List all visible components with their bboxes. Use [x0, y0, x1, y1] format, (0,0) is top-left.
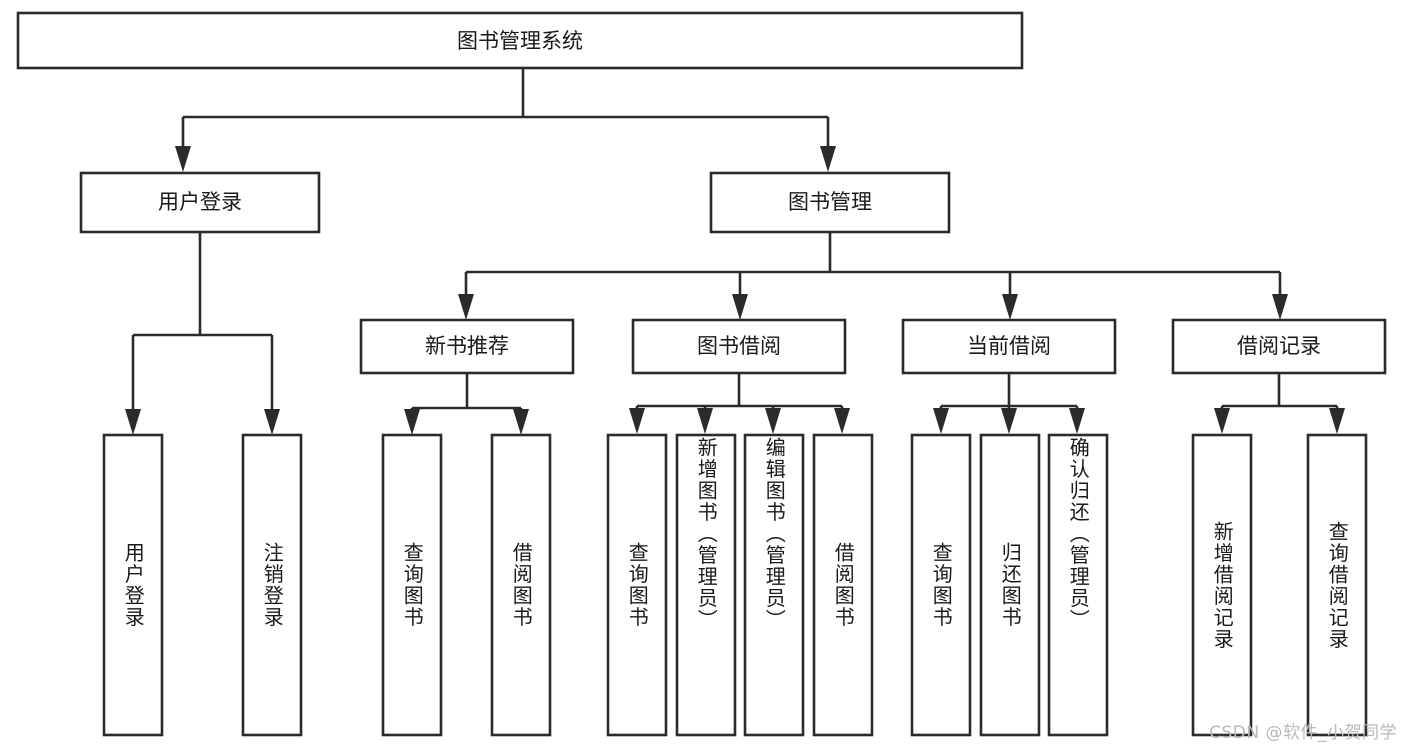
- connector-root-to-level1: [175, 68, 836, 172]
- leaf-box-user-login[interactable]: [102, 433, 164, 737]
- root-box[interactable]: [16, 11, 1024, 70]
- arrow-to-book-management: [820, 146, 836, 172]
- new-book-recommend-box[interactable]: [359, 318, 575, 375]
- node-root[interactable]: 图书管理系统: [16, 11, 1024, 70]
- leaf-box-query-book-3[interactable]: [910, 433, 972, 737]
- book-borrow-label: 图书借阅: [697, 334, 781, 358]
- arrow-to-leaf: [765, 408, 781, 434]
- arrow-to-leaf: [404, 409, 420, 435]
- new-book-recommend-label: 新书推荐: [425, 334, 509, 358]
- arrow-to-leaf: [834, 408, 850, 434]
- root-label: 图书管理系统: [457, 29, 583, 53]
- leaf-box-edit-book-admin[interactable]: [743, 433, 805, 737]
- user-login-label: 用户登录: [158, 190, 242, 214]
- arrow-to-level2: [458, 294, 474, 320]
- node-book-management[interactable]: 图书管理: [709, 171, 951, 234]
- leaf-box-query-book-1[interactable]: [381, 433, 443, 737]
- leaf-box-borrow-book-1[interactable]: [490, 433, 552, 737]
- arrow-to-leaf: [1214, 408, 1230, 434]
- connector-new-book-recommend-to-leaves: [404, 373, 529, 435]
- arrow-to-leaf: [1001, 408, 1017, 434]
- leaf-box-query-book-2[interactable]: [606, 433, 668, 737]
- connector-borrow-records-to-leaves: [1214, 373, 1345, 434]
- node-user-login[interactable]: 用户登录: [79, 171, 321, 234]
- connector-current-borrow-to-leaves: [933, 373, 1085, 434]
- arrow-to-leaf: [1069, 408, 1085, 434]
- user-login-box[interactable]: [79, 171, 321, 234]
- arrow-to-leaf: [933, 408, 949, 434]
- arrow-to-user-login: [175, 146, 191, 172]
- arrow-to-level2: [1002, 294, 1018, 320]
- book-management-label: 图书管理: [788, 190, 872, 214]
- arrow-to-leaf: [697, 408, 713, 434]
- current-borrow-label: 当前借阅: [967, 334, 1051, 358]
- node-borrow-records[interactable]: 借阅记录: [1171, 318, 1387, 375]
- node-book-borrow[interactable]: 图书借阅: [631, 318, 847, 375]
- node-current-borrow[interactable]: 当前借阅: [901, 318, 1117, 375]
- leaf-box-return-book[interactable]: [979, 433, 1041, 737]
- connector-book-borrow-to-leaves: [629, 373, 850, 434]
- arrow-to-leaf: [125, 409, 141, 435]
- arrow-to-level2: [1272, 294, 1288, 320]
- current-borrow-box[interactable]: [901, 318, 1117, 375]
- leaf-box-borrow-book-2[interactable]: [812, 433, 874, 737]
- leaf-box-add-borrow-record[interactable]: [1191, 433, 1253, 737]
- arrow-to-leaf: [1329, 408, 1345, 434]
- arrow-to-leaf: [513, 409, 529, 435]
- leaf-box-add-book-admin[interactable]: [675, 433, 737, 737]
- borrow-records-label: 借阅记录: [1237, 334, 1321, 358]
- leaf-box-logout[interactable]: [241, 433, 303, 737]
- arrow-to-leaf: [629, 408, 645, 434]
- node-new-book-recommend[interactable]: 新书推荐: [359, 318, 575, 375]
- leaf-box-confirm-return-admin[interactable]: [1047, 433, 1109, 737]
- arrow-to-leaf: [264, 409, 280, 435]
- arrow-to-level2: [732, 294, 748, 320]
- connector-book-management-to-level2: [458, 232, 1288, 320]
- leaf-box-query-borrow-record[interactable]: [1306, 433, 1368, 737]
- connector-user-login-to-leaves: [125, 232, 280, 435]
- watermark-text: CSDN @软件_小贺同学: [1209, 723, 1397, 743]
